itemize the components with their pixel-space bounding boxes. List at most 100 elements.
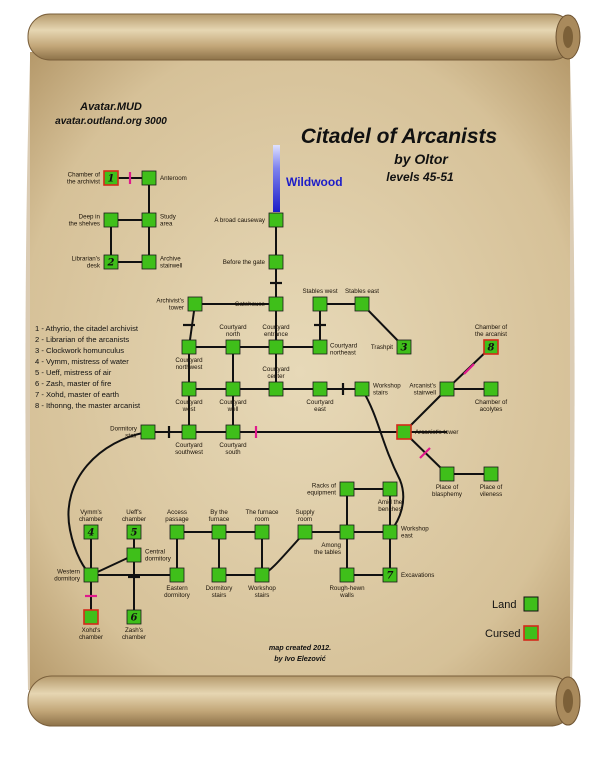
room-square[interactable] bbox=[312, 296, 328, 312]
room-square[interactable] bbox=[354, 381, 370, 397]
room-square[interactable] bbox=[126, 609, 142, 625]
room-square[interactable] bbox=[126, 547, 142, 563]
room-square[interactable] bbox=[382, 524, 398, 540]
room-square[interactable] bbox=[169, 524, 185, 540]
room-square[interactable] bbox=[439, 381, 455, 397]
room-square[interactable] bbox=[225, 339, 241, 355]
room-square[interactable] bbox=[141, 170, 157, 186]
room-square[interactable] bbox=[225, 381, 241, 397]
room-square[interactable] bbox=[83, 524, 99, 540]
room-square[interactable] bbox=[225, 424, 241, 440]
room-square[interactable] bbox=[103, 212, 119, 228]
room-square[interactable] bbox=[268, 212, 284, 228]
room-square[interactable] bbox=[103, 254, 119, 270]
room-square[interactable] bbox=[126, 524, 142, 540]
room-square[interactable] bbox=[483, 381, 499, 397]
room-stables-west[interactable]: Stables west bbox=[302, 288, 338, 312]
wildwood-label[interactable]: Wildwood bbox=[286, 175, 343, 189]
room-anteroom[interactable]: Anteroom bbox=[141, 170, 187, 186]
room-square[interactable] bbox=[396, 424, 412, 440]
room-square[interactable] bbox=[211, 567, 227, 583]
room-square[interactable] bbox=[439, 466, 455, 482]
room-stables-east[interactable]: Stables east bbox=[345, 288, 379, 312]
room-square[interactable] bbox=[83, 609, 99, 625]
room-square[interactable] bbox=[354, 296, 370, 312]
room-square[interactable] bbox=[181, 381, 197, 397]
room-square[interactable] bbox=[382, 567, 398, 583]
room-square[interactable] bbox=[268, 254, 284, 270]
room-square[interactable] bbox=[268, 381, 284, 397]
room-square[interactable] bbox=[268, 296, 284, 312]
room-square[interactable] bbox=[187, 296, 203, 312]
room-square[interactable] bbox=[83, 567, 99, 583]
room-square[interactable] bbox=[169, 567, 185, 583]
room-square[interactable] bbox=[382, 481, 398, 497]
room-square[interactable] bbox=[268, 339, 284, 355]
room-square[interactable] bbox=[140, 424, 156, 440]
room-square[interactable] bbox=[211, 524, 227, 540]
room-gatehouse[interactable]: Gatehouse bbox=[235, 296, 284, 312]
room-square[interactable] bbox=[181, 424, 197, 440]
room-before-gate[interactable]: Before the gate bbox=[223, 254, 284, 270]
room-square[interactable] bbox=[339, 481, 355, 497]
room-broad-causeway[interactable]: A broad causeway bbox=[214, 212, 284, 228]
room-square[interactable] bbox=[297, 524, 313, 540]
room-square[interactable] bbox=[254, 567, 270, 583]
room-square[interactable] bbox=[141, 254, 157, 270]
room-square[interactable] bbox=[312, 381, 328, 397]
room-square[interactable] bbox=[483, 339, 499, 355]
room-square[interactable] bbox=[339, 524, 355, 540]
room-square[interactable] bbox=[103, 170, 119, 186]
room-arcanists-tower[interactable]: Arcanist's tower bbox=[396, 424, 458, 440]
room-square[interactable] bbox=[254, 524, 270, 540]
room-square[interactable] bbox=[339, 567, 355, 583]
room-square[interactable] bbox=[141, 212, 157, 228]
room-square[interactable] bbox=[396, 339, 412, 355]
room-square[interactable] bbox=[181, 339, 197, 355]
room-square[interactable] bbox=[483, 466, 499, 482]
